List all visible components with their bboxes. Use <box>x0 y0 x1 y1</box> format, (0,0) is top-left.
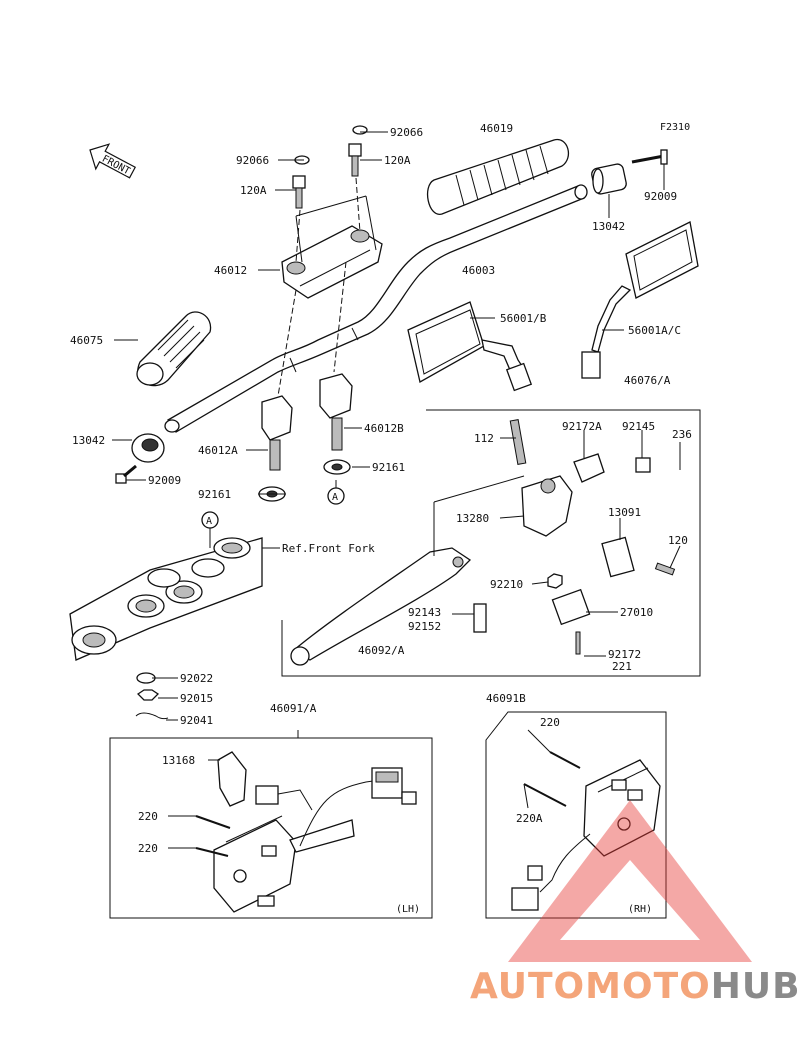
callout-221: 221 <box>612 660 632 673</box>
callout-46091A: 46091/A <box>270 702 317 715</box>
lh-switch-part <box>195 751 417 913</box>
callout-92161-left: 92161 <box>198 488 231 501</box>
bolt-92009-right <box>631 149 668 165</box>
figure-code: F2310 <box>660 122 690 133</box>
callout-13042-right: 13042 <box>592 220 625 233</box>
brake-assembly-frame <box>281 409 701 677</box>
label-rh: (RH) <box>628 904 652 915</box>
upper-holder-part <box>281 225 383 299</box>
callout-46012: 46012 <box>214 264 247 277</box>
bolt-92009-left <box>115 464 137 484</box>
callout-220-rh: 220 <box>540 716 560 729</box>
callout-92172: 92172 <box>608 648 641 661</box>
rh-switch-part <box>511 751 661 911</box>
lh-switch-frame <box>109 737 433 919</box>
callout-92161-right: 92161 <box>372 461 405 474</box>
callout-220A: 220A <box>516 812 543 825</box>
callout-92172A: 92172A <box>562 420 602 433</box>
label-lh: (LH) <box>396 904 420 915</box>
brake-lever-part <box>290 547 472 666</box>
mirror-left-part <box>407 301 533 392</box>
callout-46003: 46003 <box>462 264 495 277</box>
master-cylinder-part <box>473 419 676 655</box>
callout-92210: 92210 <box>490 578 523 591</box>
bolt-120A-right <box>348 143 362 177</box>
callout-92152: 92152 <box>408 620 441 633</box>
callout-27010: 27010 <box>620 606 653 619</box>
mirror-right-part <box>581 221 699 379</box>
callout-120: 120 <box>668 534 688 547</box>
callout-220-b: 220 <box>138 842 158 855</box>
callout-ref-front-fork: Ref.Front Fork <box>282 542 375 555</box>
lower-holder-46012B <box>319 373 353 451</box>
callout-92145: 92145 <box>622 420 655 433</box>
watermark-logo <box>508 800 752 962</box>
callout-92009-left: 92009 <box>148 474 181 487</box>
callout-13042-left: 13042 <box>72 434 105 447</box>
warning-triangle-icon <box>508 800 752 962</box>
lower-holder-46012A <box>261 395 293 471</box>
handlebar-part <box>164 184 588 433</box>
callout-56001B: 56001/B <box>500 312 547 325</box>
callout-46012B: 46012B <box>364 422 404 435</box>
callout-92066-top: 92066 <box>390 126 423 139</box>
svg-text:A: A <box>206 516 212 527</box>
callout-112: 112 <box>474 432 494 445</box>
marker-a-mid: A <box>327 480 345 505</box>
svg-text:A: A <box>332 492 338 503</box>
rh-switch-frame <box>485 711 667 919</box>
front-arrow-icon: FRONT <box>89 143 137 179</box>
left-grip-part <box>136 311 212 387</box>
bolt-120A-left <box>292 175 306 209</box>
callout-92041: 92041 <box>180 714 213 727</box>
callout-46092A: 46092/A <box>358 644 405 657</box>
callout-92009-right: 92009 <box>644 190 677 203</box>
top-clamp-part <box>69 537 263 661</box>
callout-92143: 92143 <box>408 606 441 619</box>
callout-46019: 46019 <box>480 122 513 135</box>
callout-92022: 92022 <box>180 672 213 685</box>
callout-120A-right: 120A <box>384 154 411 167</box>
callout-120A-left: 120A <box>240 184 267 197</box>
marker-a-top: A <box>201 511 219 548</box>
callout-13280: 13280 <box>456 512 489 525</box>
callout-13091: 13091 <box>608 506 641 519</box>
callout-92015: 92015 <box>180 692 213 705</box>
callout-46075: 46075 <box>70 334 103 347</box>
callout-46076A: 46076/A <box>624 374 671 387</box>
callout-220-a: 220 <box>138 810 158 823</box>
watermark-text: AUTOMOTOHUB <box>470 966 800 1007</box>
callout-236: 236 <box>672 428 692 441</box>
bar-end-left <box>131 433 165 463</box>
cotter-92041 <box>135 712 169 720</box>
callout-56001AC: 56001A/C <box>628 324 681 337</box>
washer-92066-right <box>352 125 368 135</box>
nut-92015 <box>136 689 160 701</box>
callout-92066-left: 92066 <box>236 154 269 167</box>
bar-end-right <box>591 163 627 195</box>
callout-46091B: 46091B <box>486 692 526 705</box>
callout-46012A: 46012A <box>198 444 238 457</box>
callout-13168: 13168 <box>162 754 195 767</box>
right-grip-part <box>426 138 570 215</box>
